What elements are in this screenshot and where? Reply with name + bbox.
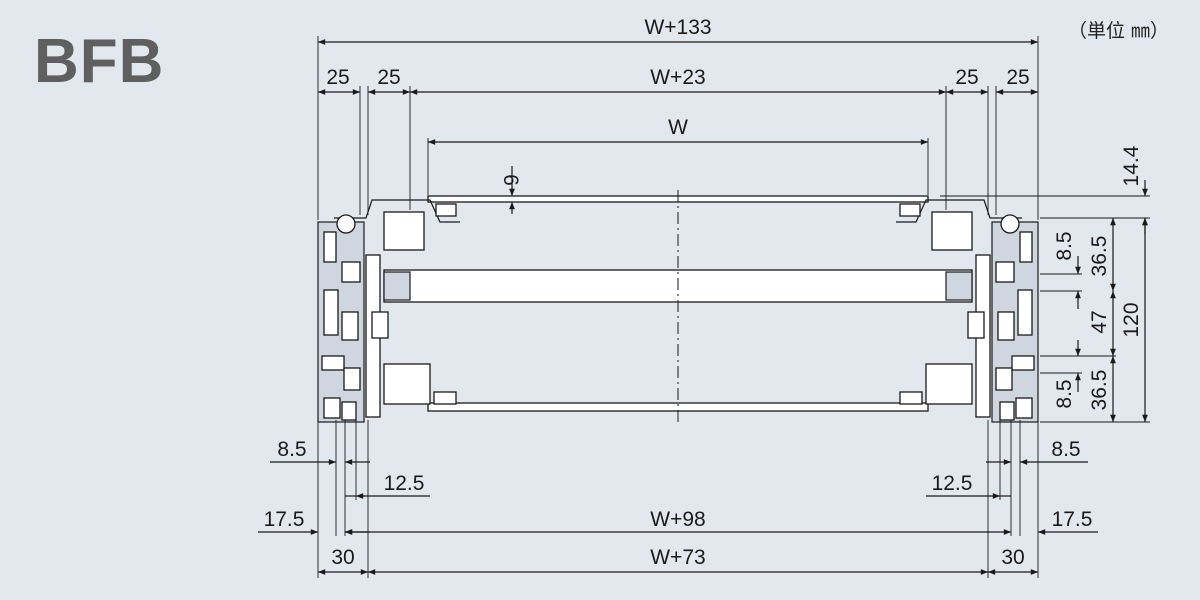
dim-left-frame-offset: 17.5: [264, 508, 305, 531]
dim-inner-span: W+23: [650, 66, 705, 89]
right-bottom-bracket: [925, 363, 973, 405]
dim-right-frame: 30: [1001, 546, 1024, 569]
roller-end-right: [945, 271, 973, 301]
dimension-labels: W+133 25 25 W+23 25 25 W 6 14.4 36.5 8.5…: [264, 16, 1143, 569]
model-title: BFB: [34, 27, 165, 96]
dim-left-inner: 25: [377, 66, 400, 89]
roller-end-left: [383, 271, 411, 301]
left-bottom-bracket: [383, 363, 431, 405]
right-side-bolt: [967, 311, 985, 339]
left-frame-profile: [317, 221, 365, 423]
dim-upper-offset: 8.5: [1053, 231, 1076, 260]
dim-upper-height: 36.5: [1088, 236, 1111, 277]
left-top-bolt: [336, 214, 356, 234]
dim-frame-span: W+98: [650, 508, 705, 531]
dim-total-height: 120: [1120, 302, 1143, 337]
dim-belt-width: W: [668, 116, 688, 139]
dim-left-inner-offset: 12.5: [384, 472, 425, 495]
unit-label: （単位 ㎜）: [1068, 20, 1170, 42]
dim-right-inner: 25: [955, 66, 978, 89]
right-top-nut: [899, 203, 921, 217]
dim-top-offset: 14.4: [1120, 145, 1143, 186]
dim-right-inner-offset: 12.5: [932, 472, 973, 495]
left-bottom-nut: [433, 391, 457, 405]
right-bottom-nut: [899, 391, 923, 405]
left-top-bracket: [383, 211, 425, 251]
dim-left-frame: 30: [331, 546, 354, 569]
right-top-bolt: [1000, 214, 1020, 234]
dim-middle-gap: 47: [1088, 310, 1111, 333]
dim-right-bottom-offset: 8.5: [1051, 438, 1080, 461]
left-top-guide: [334, 199, 460, 223]
dimension-lines: [258, 36, 1150, 578]
right-top-bracket: [931, 211, 973, 251]
dim-overall-width: W+133: [644, 16, 711, 39]
dim-left-outer: 25: [326, 66, 349, 89]
dim-right-frame-offset: 17.5: [1052, 508, 1093, 531]
dim-frame-outer-span: W+73: [650, 546, 705, 569]
left-side-bolt: [371, 311, 389, 339]
right-top-guide: [896, 199, 1022, 223]
right-frame-profile: [991, 221, 1039, 423]
dim-belt-offset: 6: [499, 174, 522, 186]
left-top-nut: [435, 203, 457, 217]
dim-lower-offset: 8.5: [1053, 379, 1076, 408]
conveyor-structure: [317, 190, 1039, 425]
dim-left-bottom-offset: 8.5: [277, 438, 306, 461]
dim-lower-height: 36.5: [1088, 370, 1111, 411]
dim-right-outer: 25: [1006, 66, 1029, 89]
